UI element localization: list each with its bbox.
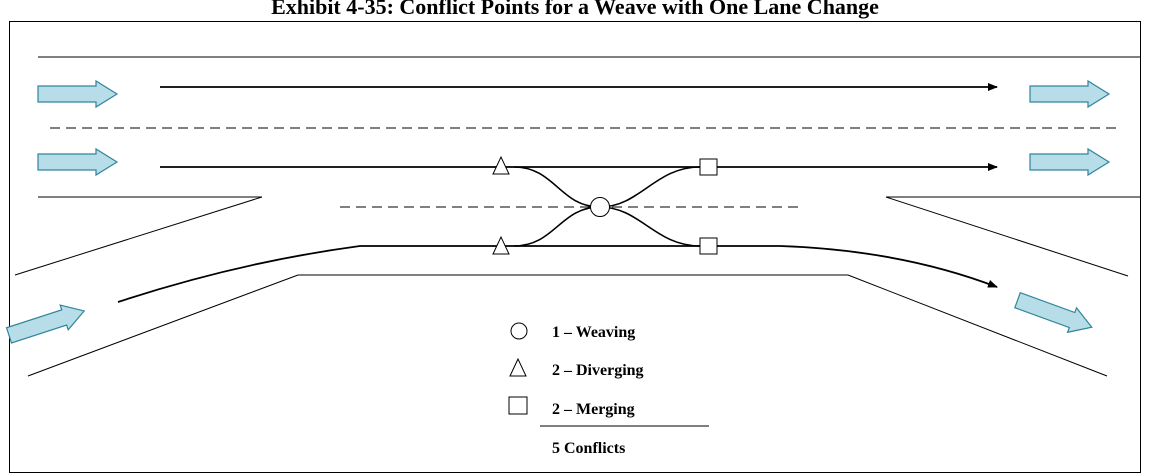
ramp-path — [117, 245, 998, 303]
traffic-arrow-icon — [37, 147, 119, 177]
square-icon — [508, 396, 528, 415]
diagram-frame — [9, 21, 1141, 473]
traffic-arrow-icon — [37, 79, 119, 109]
on-ramp-lower-edge — [27, 274, 299, 377]
merge-conflict-square-upper — [699, 158, 718, 176]
merge-conflict-square-lower — [699, 237, 718, 255]
traffic-arrow-icon — [5, 304, 86, 344]
legend-total-conflicts: 5 Conflicts — [552, 440, 625, 457]
exhibit-title: Exhibit 4-35: Conflict Points for a Weav… — [271, 0, 879, 19]
traffic-arrow-icon — [1014, 291, 1093, 334]
on-ramp-upper-edge — [14, 196, 263, 276]
triangle-icon — [509, 357, 527, 377]
circle-icon — [510, 322, 528, 340]
diverge-conflict-triangle-lower — [492, 235, 510, 255]
off-ramp-upper-edge — [885, 196, 1129, 277]
traffic-arrow-icon — [1029, 147, 1111, 177]
weave-conflict-circle — [590, 197, 610, 217]
off-ramp-lower-edge — [847, 274, 1108, 377]
traffic-arrow-icon — [1029, 79, 1111, 109]
legend: 1 – Weaving 2 – Diverging 2 – Merging 5 … — [508, 322, 709, 457]
legend-label-merging: 2 – Merging — [552, 401, 635, 418]
diverge-conflict-triangle-upper — [492, 155, 510, 175]
legend-label-diverging: 2 – Diverging — [552, 362, 644, 379]
legend-label-weaving: 1 – Weaving — [552, 324, 635, 341]
